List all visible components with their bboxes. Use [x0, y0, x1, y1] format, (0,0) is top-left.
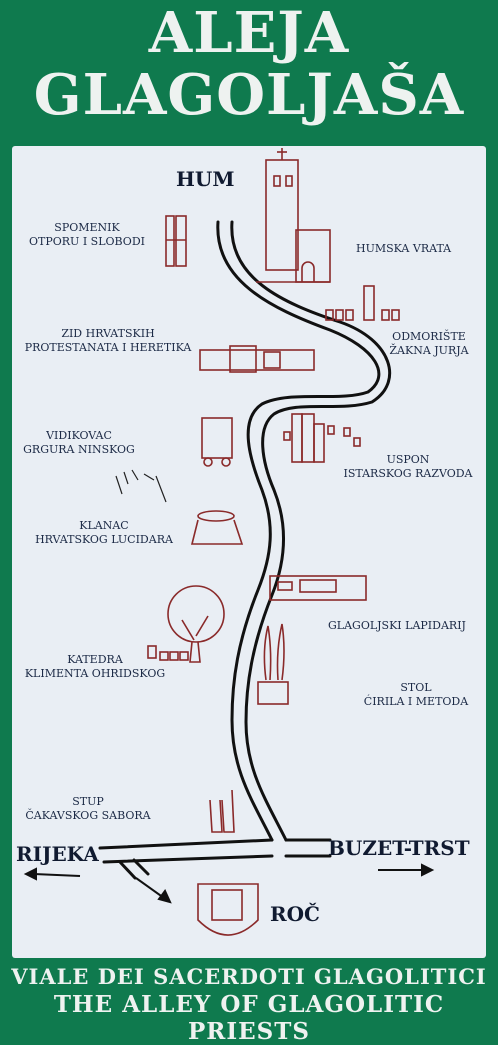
klanac-icon: [190, 510, 244, 545]
stop-stup-line-2: ČAKAVSKOG SABORA: [25, 809, 151, 822]
stop-zid-line-1: ZID HRVATSKIH: [61, 327, 155, 340]
stop-uspon-line-2: ISTARSKOG RAZVODA: [343, 467, 473, 480]
stop-katedra-line-1: KATEDRA: [67, 653, 123, 666]
uspon-icon: [283, 413, 361, 463]
place-rijeka: RIJEKA: [16, 842, 99, 866]
direction-arrows: [23, 863, 435, 904]
zid-icon: [199, 345, 315, 373]
stop-klanac-line-2: HRVATSKOG LUCIDARA: [35, 533, 173, 546]
stop-stol-line-1: STOL: [400, 681, 432, 694]
stop-klanac: KLANAC HRVATSKOG LUCIDARA: [30, 519, 178, 547]
stop-odmoriste-line-1: ODMORIŠTE: [392, 330, 466, 343]
stop-uspon: USPON ISTARSKOG RAZVODA: [340, 453, 476, 481]
stop-vidikovac-line-1: VIDIKOVAC: [46, 429, 112, 442]
stop-zid: ZID HRVATSKIH PROTESTANATA I HERETIKA: [20, 327, 196, 355]
stop-uspon-line-1: USPON: [386, 453, 430, 466]
stop-zid-line-2: PROTESTANATA I HERETIKA: [24, 341, 192, 354]
stop-lapidarij-line-1: GLAGOLJSKI LAPIDARIJ: [328, 619, 466, 632]
humska-vrata-icon: [325, 285, 400, 321]
stop-stol-line-2: ĆIRILA I METODA: [363, 695, 469, 708]
stop-katedra-line-2: KLIMENTA OHRIDSKOG: [24, 667, 166, 680]
place-buzet-trst: BUZET-TRST: [328, 836, 470, 860]
hum-town-icon: [256, 148, 331, 283]
title-line-2: GLAGOLJAŠA: [33, 62, 465, 128]
stop-spomenik-line-1: SPOMENIK: [54, 221, 120, 234]
map-panel: [12, 146, 486, 958]
stop-odmoriste-line-2: ŽAKNA JURJA: [389, 344, 469, 357]
vidikovac-sketch: [115, 469, 167, 503]
stop-stup-line-1: STUP: [72, 795, 104, 808]
stop-vidikovac: VIDIKOVAC GRGURA NINSKOG: [20, 429, 138, 457]
sign-board: ALEJA GLAGOLJAŠA: [11, 0, 487, 1045]
spomenik-icon: [165, 215, 187, 267]
stup-icon: [209, 789, 235, 833]
stop-humska-vrata-line-1: HUMSKA VRATA: [356, 242, 452, 255]
footer-italian: VIALE DEI SACERDOTI GLAGOLITICI: [11, 964, 487, 989]
map-drawing: [23, 148, 435, 936]
place-hum: HUM: [176, 167, 235, 191]
place-roc: ROČ: [270, 902, 320, 926]
katedra-icon: [147, 585, 225, 663]
stol-icon: [257, 623, 289, 705]
footer-english: THE ALLEY OF GLAGOLITIC PRIESTS: [53, 991, 445, 1045]
stop-lapidarij: GLAGOLJSKI LAPIDARIJ: [328, 619, 466, 633]
roc-coat-of-arms-icon: [197, 883, 259, 936]
road: [98, 220, 391, 880]
monuments: [147, 148, 400, 936]
stop-humska-vrata: HUMSKA VRATA: [356, 242, 451, 256]
stop-stup: STUP ČAKAVSKOG SABORA: [22, 795, 154, 823]
stop-katedra: KATEDRA KLIMENTA OHRIDSKOG: [22, 653, 168, 681]
stop-odmoriste: ODMORIŠTE ŽAKNA JURJA: [386, 330, 472, 358]
stop-spomenik: SPOMENIK OTPORU I SLOBODI: [22, 221, 152, 249]
title-line-1: ALEJA: [148, 0, 350, 66]
stop-klanac-line-1: KLANAC: [79, 519, 129, 532]
stop-vidikovac-line-2: GRGURA NINSKOG: [23, 443, 135, 456]
stop-spomenik-line-2: OTPORU I SLOBODI: [29, 235, 145, 248]
lapidarij-icon: [269, 575, 367, 601]
vidikovac-icon: [201, 417, 233, 467]
stop-stol: STOL ĆIRILA I METODA: [358, 681, 474, 709]
